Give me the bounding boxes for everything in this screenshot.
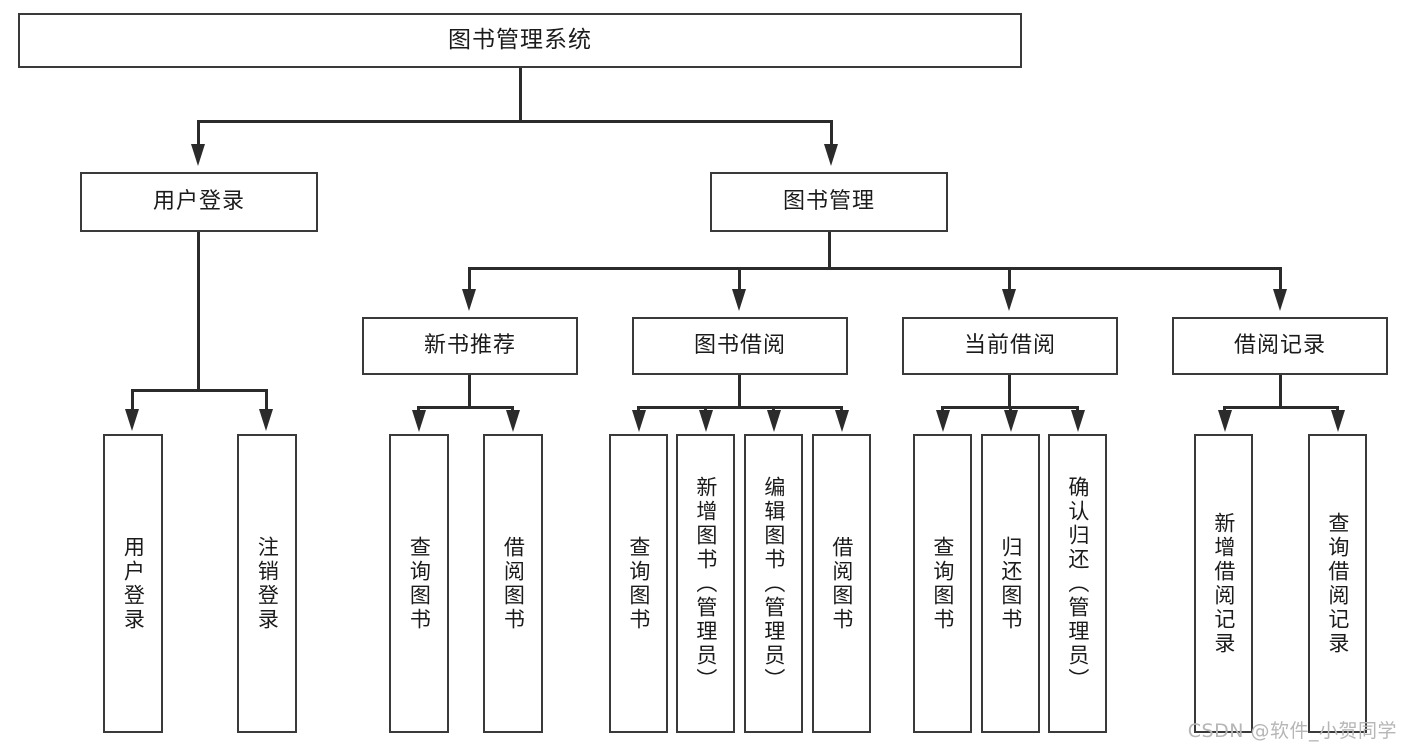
connector-level3-bus: [468, 267, 1282, 270]
node-root-book-management-system: 图书管理系统: [18, 13, 1022, 68]
node-label: 新书推荐: [423, 332, 516, 358]
leaf-add-book: 新增图书（管理员）: [676, 434, 735, 733]
node-new-book-recommend: 新书推荐: [362, 317, 578, 375]
arrowhead-level3-3: [1002, 289, 1016, 311]
arrowhead-cb-2: [1004, 410, 1018, 432]
connector-user-login-bus: [131, 389, 268, 392]
connector-user-login-stem: [197, 232, 200, 392]
node-label: 图书管理: [782, 188, 875, 214]
arrowhead-cb-3: [1071, 410, 1085, 432]
arrowhead-bb-2: [699, 410, 713, 432]
node-label: 借阅图书: [501, 535, 526, 632]
leaf-return-book: 归还图书: [981, 434, 1040, 733]
node-label: 编辑图书（管理员）: [761, 475, 786, 692]
connector-book-manage-stem: [828, 232, 831, 269]
leaf-edit-book: 编辑图书（管理员）: [744, 434, 803, 733]
connector-nbr-bus: [417, 406, 513, 409]
arrowhead-level2-2: [824, 144, 838, 166]
arrowhead-br-2: [1331, 410, 1345, 432]
node-label: 归还图书: [998, 535, 1023, 632]
connector-level3-drop-1: [468, 267, 471, 291]
connector-user-login-drop-1: [131, 389, 134, 411]
leaf-query-record: 查询借阅记录: [1308, 434, 1367, 733]
node-label: 新增借阅记录: [1211, 511, 1236, 656]
arrowhead-level3-1: [462, 289, 476, 311]
node-label: 查询借阅记录: [1325, 511, 1350, 656]
node-label: 查询图书: [930, 535, 955, 632]
leaf-query-book-3: 查询图书: [913, 434, 972, 733]
node-label: 查询图书: [407, 535, 432, 632]
arrowhead-bb-4: [835, 410, 849, 432]
connector-level2-bus: [197, 120, 833, 123]
node-label: 当前借阅: [963, 332, 1056, 358]
node-label: 注销登录: [255, 535, 280, 632]
arrowhead-user-login-2: [259, 409, 273, 431]
leaf-confirm-return: 确认归还（管理员）: [1048, 434, 1107, 733]
node-label: 确认归还（管理员）: [1065, 475, 1090, 692]
connector-bb-stem: [738, 375, 741, 409]
node-current-borrow: 当前借阅: [902, 317, 1118, 375]
arrowhead-level3-2: [732, 289, 746, 311]
leaf-user-logout: 注销登录: [237, 434, 297, 733]
node-user-login: 用户登录: [80, 172, 318, 232]
connector-level3-drop-4: [1279, 267, 1282, 291]
node-label: 用户登录: [121, 535, 146, 632]
arrowhead-nbr-1: [412, 410, 426, 432]
connector-bb-bus: [637, 406, 840, 409]
node-label: 查询图书: [626, 535, 651, 632]
connector-br-bus: [1223, 406, 1338, 409]
arrowhead-cb-1: [936, 410, 950, 432]
connector-cb-stem: [1008, 375, 1011, 409]
node-label: 借阅记录: [1233, 332, 1326, 358]
arrowhead-level3-4: [1273, 289, 1287, 311]
connector-level3-drop-3: [1008, 267, 1011, 291]
arrowhead-br-1: [1218, 410, 1232, 432]
arrowhead-user-login-1: [125, 409, 139, 431]
leaf-query-book-1: 查询图书: [389, 434, 449, 733]
leaf-user-login: 用户登录: [103, 434, 163, 733]
connector-level3-drop-2: [738, 267, 741, 291]
node-book-borrow: 图书借阅: [632, 317, 848, 375]
connector-level2-drop-1: [197, 120, 200, 146]
node-label: 用户登录: [152, 188, 245, 214]
leaf-add-record: 新增借阅记录: [1194, 434, 1253, 733]
node-label: 新增图书（管理员）: [693, 475, 718, 692]
arrowhead-level2-1: [191, 144, 205, 166]
node-label: 借阅图书: [829, 535, 854, 632]
connector-root-stem: [519, 68, 522, 121]
node-book-manage: 图书管理: [710, 172, 948, 232]
node-borrow-record: 借阅记录: [1172, 317, 1388, 375]
leaf-borrow-book-1: 借阅图书: [483, 434, 543, 733]
arrowhead-bb-1: [632, 410, 646, 432]
connector-br-stem: [1279, 375, 1282, 409]
node-label: 图书管理系统: [448, 26, 592, 53]
node-label: 图书借阅: [693, 332, 786, 358]
arrowhead-nbr-2: [506, 410, 520, 432]
arrowhead-bb-3: [767, 410, 781, 432]
leaf-borrow-book-2: 借阅图书: [812, 434, 871, 733]
connector-nbr-stem: [468, 375, 471, 409]
connector-user-login-drop-2: [265, 389, 268, 411]
leaf-query-book-2: 查询图书: [609, 434, 668, 733]
connector-level2-drop-2: [830, 120, 833, 146]
